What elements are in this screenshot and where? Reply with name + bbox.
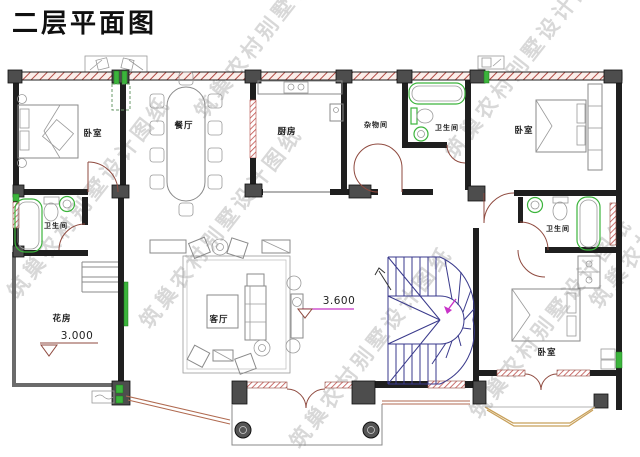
room-label-bedroom-tl: 卧室 (83, 128, 102, 139)
dining-furniture (111, 71, 223, 217)
door-bath-mid (519, 221, 549, 251)
stair-down-arrow (378, 270, 392, 291)
elevation-flower: 3.000 (61, 330, 94, 342)
room-label-living: 客厅 (208, 314, 228, 325)
room-labels: 卧室 餐厅 厨房 杂物间 卫生间 卧室 卫生间 客厅 花房 卫生间 卧室 (44, 120, 570, 358)
bath-top-fixtures (408, 82, 466, 142)
door-balcony-left-leaf (524, 373, 542, 391)
exterior-wall-top (12, 71, 623, 81)
balcony-rail (484, 406, 596, 424)
flower-room-left-wall (12, 252, 16, 386)
window-living-left (246, 381, 288, 389)
door-bath-left (58, 223, 86, 251)
room-label-bedroom-br: 卧室 (537, 347, 556, 358)
porch-and-balconies (125, 395, 596, 446)
door-storage (353, 143, 403, 193)
window-right-bedroom (615, 351, 623, 369)
window-right-bath (609, 202, 617, 246)
kitchen-furniture (257, 80, 344, 122)
elevation-markers: 3.600 3.000 (40, 295, 356, 357)
bedroom-tl-furniture (17, 94, 79, 168)
bath-mid-fixtures (526, 196, 601, 251)
bedroom-br-furniture (511, 255, 616, 370)
room-label-bath-left: 卫生间 (44, 221, 68, 230)
watermark-text: 筑巢农村别墅设计图纸 (285, 241, 458, 453)
door-porch-left-leaf (286, 388, 307, 409)
door-porch-right-leaf (305, 388, 326, 409)
door-bedroom-tr (483, 192, 515, 224)
watermark-text: 筑巢农村别墅设计图纸 (135, 121, 308, 333)
exterior-wall-left (13, 80, 19, 252)
door-bath-top (446, 144, 466, 164)
doors (58, 143, 558, 409)
door-bedroom-tl (87, 161, 119, 193)
walls (12, 71, 623, 410)
room-label-flower: 花房 (52, 313, 71, 324)
bath-left-fixtures (14, 195, 76, 253)
page-title: 二层平面图 (12, 9, 157, 39)
door-balcony-right-leaf (540, 373, 558, 391)
window-br-bedroom-right (556, 369, 591, 377)
room-label-kitchen: 厨房 (277, 126, 296, 137)
spiral-staircase (374, 256, 475, 385)
kitchen-sliding-door (249, 99, 257, 159)
window-left-bath (12, 201, 20, 229)
room-label-bedroom-tr: 卧室 (514, 125, 533, 136)
door-bedroom-br (517, 249, 546, 278)
watermark-text: 筑巢农村别墅设计图纸 (190, 0, 363, 123)
elevation-living: 3.600 (323, 295, 356, 307)
window-living-right (324, 381, 353, 389)
living-room-furniture (149, 236, 304, 375)
room-label-dining: 餐厅 (173, 120, 193, 131)
flower-room-steps (81, 261, 118, 404)
green-frame-markers (12, 70, 490, 404)
room-label-storage: 杂物间 (364, 120, 388, 129)
window-br-bedroom-left (496, 369, 526, 377)
ac-unit-boxes (84, 55, 505, 73)
room-label-bath-mid: 卫生间 (546, 224, 570, 233)
exterior-wall-right (616, 80, 622, 410)
flower-room-bottom-wall (12, 383, 124, 387)
bedroom-tr-furniture (535, 83, 603, 171)
room-label-bath-top: 卫生间 (435, 123, 459, 132)
